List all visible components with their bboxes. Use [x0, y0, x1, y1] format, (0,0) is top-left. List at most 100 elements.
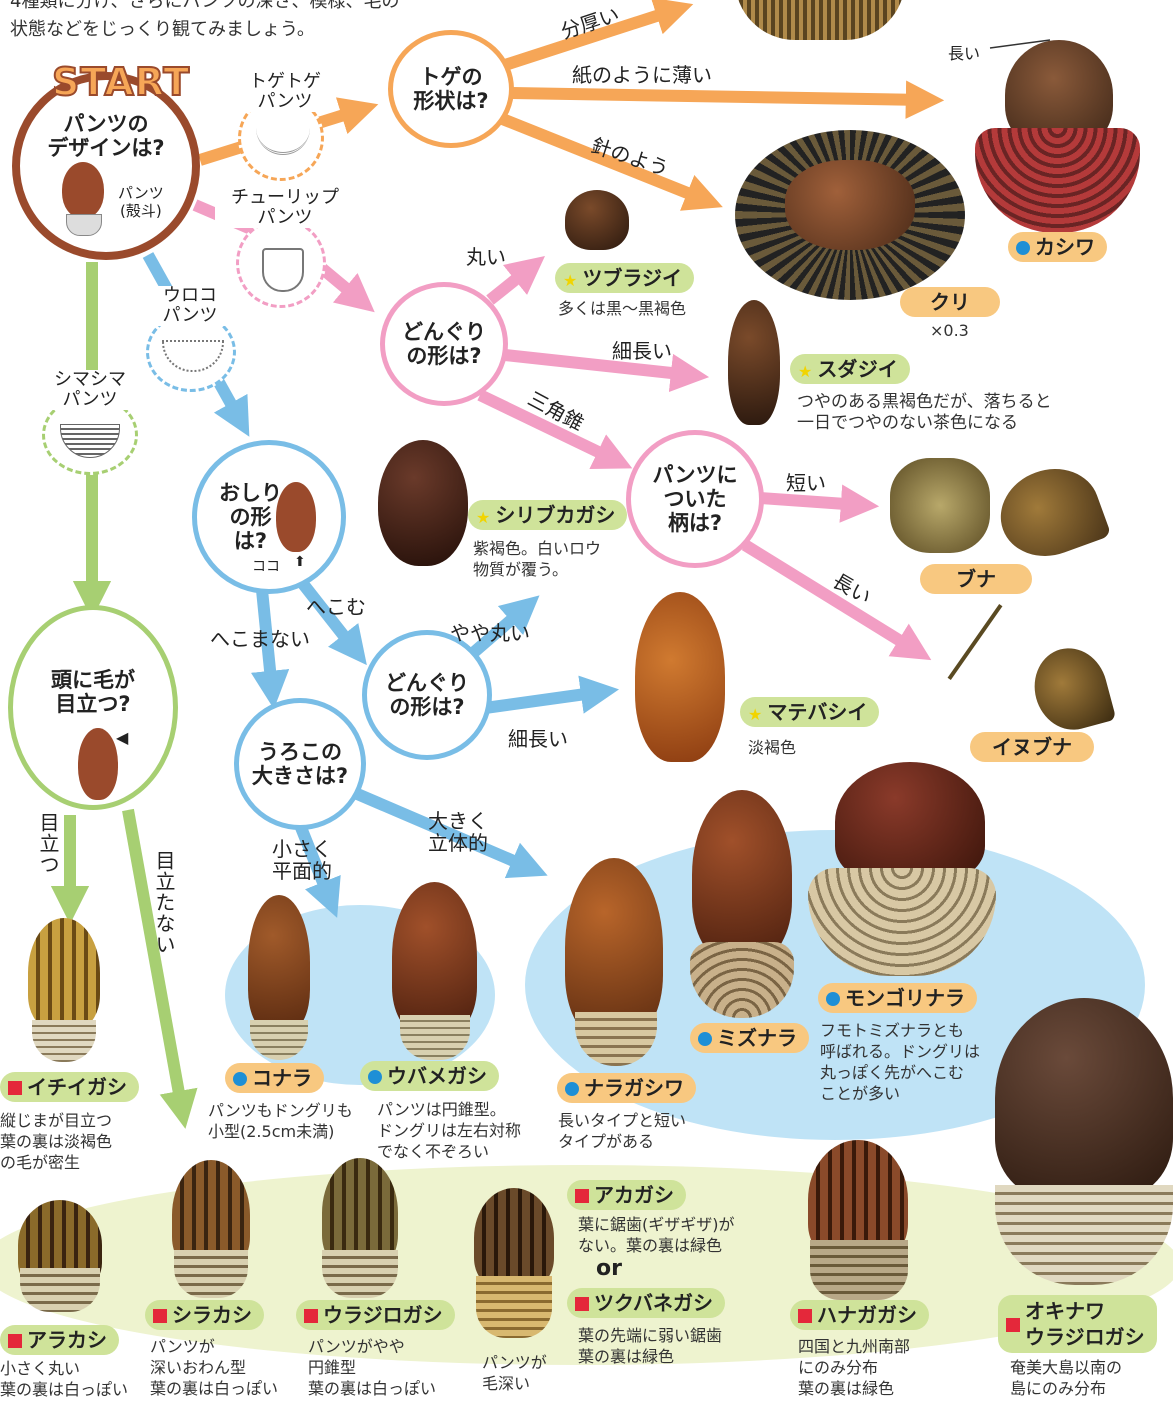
toge-pants-label: トゲトゲ パンツ — [240, 72, 330, 112]
shirakashi-note: パンツが 深いおわん型 葉の裏は白っぽい — [150, 1337, 279, 1398]
ubamegashi-nut — [392, 882, 477, 1032]
shiribukagashi-note: 紫褐色。白いロウ 物質が覆う。 — [473, 539, 602, 579]
ubamegashi-note: パンツは円錐型。 ドングリは左右対称 でなく不ぞろい — [377, 1100, 522, 1161]
circle-marker-icon — [368, 1070, 382, 1084]
shiribukagashi-name: シリブカガシ — [495, 503, 616, 527]
pill-naragashiwa[interactable]: ナラガシワ — [557, 1073, 696, 1103]
tsuburajii-nut — [565, 190, 629, 250]
tsuburajii-name: ツブラジイ — [582, 266, 682, 290]
pill-ubamegashi[interactable]: ウバメガシ — [360, 1061, 499, 1091]
pill-matebashii[interactable]: ★マテバシイ — [740, 697, 880, 727]
pill-ichiigashi[interactable]: イチイガシ — [0, 1072, 139, 1102]
hanagagashi-name: ハナガガシ — [817, 1303, 917, 1327]
pill-akagashi[interactable]: アカガシ — [567, 1180, 686, 1210]
edge-medatsu: 目立つ — [36, 812, 60, 875]
node-pants-stalk: パンツに ついた 柄は? — [626, 430, 764, 568]
pill-kashiwa[interactable]: カシワ — [1008, 232, 1107, 262]
mizunara-name: ミズナラ — [717, 1026, 797, 1050]
star-icon: ★ — [476, 508, 491, 527]
hanagagashi-cupule — [810, 1240, 908, 1300]
square-marker-icon — [575, 1297, 589, 1311]
pill-mizunara[interactable]: ミズナラ — [690, 1023, 809, 1053]
pill-okinawa[interactable]: オキナワ ウラジロガシ — [998, 1295, 1157, 1353]
pill-urajirogashi[interactable]: ウラジロガシ — [296, 1300, 455, 1330]
star-icon: ★ — [748, 705, 763, 724]
shirakashi-cupule — [174, 1250, 248, 1298]
circle-marker-icon — [826, 992, 840, 1006]
circle-marker-icon — [698, 1032, 712, 1046]
pill-hanagagashi[interactable]: ハナガガシ — [790, 1300, 929, 1330]
or-label: or — [596, 1256, 622, 1281]
urajirogashi-cupule — [322, 1250, 398, 1298]
shiribukagashi-nut — [378, 440, 468, 566]
circle-marker-icon — [233, 1072, 247, 1086]
start-node: パンツの デザインは? — [12, 72, 200, 260]
start-title: START — [51, 59, 191, 105]
pill-konara[interactable]: コナラ — [225, 1063, 324, 1093]
naragashiwa-nut — [565, 858, 663, 1038]
akagashi-cupule — [476, 1276, 552, 1338]
shirakashi-name: シラカシ — [172, 1303, 252, 1327]
edge-ookiku: 大きく 立体的 — [428, 809, 488, 855]
kashiwa-name: カシワ — [1035, 235, 1095, 259]
pill-shiribukagashi[interactable]: ★シリブカガシ — [468, 500, 628, 530]
pill-kuri[interactable]: クリ — [900, 287, 1000, 317]
pill-shirakashi[interactable]: シラカシ — [145, 1300, 264, 1330]
pill-mongorinara[interactable]: モンゴリナラ — [818, 983, 977, 1013]
tulip-pants-circle — [236, 218, 326, 308]
urajirogashi-note: パンツがやや 円錐型 葉の裏は白っぽい — [308, 1337, 437, 1398]
square-marker-icon — [304, 1309, 318, 1323]
head-hair-question: 頭に毛が 目立つ? — [51, 668, 135, 716]
sudajii-name: スダジイ — [817, 357, 898, 381]
edge-medatanai: 目立たない — [152, 850, 176, 955]
toge-pants-icon — [256, 128, 310, 155]
buna-name: ブナ — [956, 567, 996, 591]
akagashi-note: 葉に鋸歯(ギザギザ)が ない。葉の裏は緑色 — [578, 1215, 735, 1255]
tsukubanegashi-note: 葉の先端に弱い鋸歯 葉の裏は緑色 — [578, 1326, 723, 1366]
inubuna-name: イヌブナ — [992, 735, 1072, 759]
naragashiwa-note: 長いタイプと短い タイプがある — [558, 1111, 687, 1151]
acorn-bottom-icon — [276, 482, 316, 552]
sudajii-note: つやのある黒褐色だが、落ちると 一日でつやのない茶色になる — [797, 392, 1052, 433]
node-toge-shape: トゲの 形状は? — [388, 30, 514, 148]
pill-sudajii[interactable]: ★スダジイ — [790, 354, 910, 384]
sudajii-nut — [728, 300, 780, 425]
node-donguri-shape-1: どんぐり の形は? — [380, 282, 508, 406]
square-marker-icon — [1006, 1318, 1020, 1332]
edge-mijikai: 短い — [786, 471, 826, 495]
kuri-nut — [785, 160, 915, 250]
square-marker-icon — [8, 1081, 22, 1095]
tsuburajii-note: 多くは黒〜黒褐色 — [558, 299, 687, 318]
arakashi-name: アラカシ — [27, 1328, 107, 1352]
oshiri-question: おしり の形 は? — [219, 481, 282, 553]
edge-hosonagai-1: 細長い — [612, 339, 672, 363]
node-oshiri: おしり の形 は? — [192, 440, 346, 594]
kuri-name: クリ — [930, 290, 970, 314]
pill-inubuna[interactable]: イヌブナ — [970, 732, 1094, 762]
node-donguri-shape-2: どんぐり の形は? — [362, 630, 492, 760]
matebashii-nut — [635, 592, 725, 762]
edge-marui: 丸い — [466, 245, 506, 269]
ichiigashi-note: 縦じまが目立つ 葉の裏は淡褐色 の毛が密生 — [0, 1111, 113, 1172]
uroko-pants-label: ウロコ パンツ — [150, 286, 230, 326]
edge-chiisaku: 小さく 平面的 — [272, 837, 332, 883]
mongorinara-note: フモトミズナラとも 呼ばれる。ドングリは 丸っぽく先がへこむ ことが多い — [820, 1021, 981, 1103]
start-question: パンツの デザインは? — [47, 112, 165, 160]
pill-tsukubanegashi[interactable]: ツクバネガシ — [567, 1288, 725, 1318]
ichiigashi-nut — [28, 918, 100, 1028]
oshiri-note: ココ — [252, 559, 280, 575]
okinawa-name: オキナワ ウラジロガシ — [1025, 1299, 1145, 1349]
square-marker-icon — [798, 1309, 812, 1323]
konara-note: パンツもドングリも 小型(2.5cm未満) — [208, 1101, 353, 1141]
pill-buna[interactable]: ブナ — [920, 564, 1032, 594]
star-icon: ★ — [563, 271, 578, 290]
pill-tsuburajii[interactable]: ★ツブラジイ — [555, 263, 694, 293]
edge-kami: 紙のように薄い — [572, 63, 712, 87]
matebashii-note: 淡褐色 — [748, 738, 797, 757]
edge-hekomanai: へこまない — [210, 627, 310, 651]
circle-marker-icon — [1016, 241, 1030, 255]
pill-arakashi[interactable]: アラカシ — [0, 1325, 119, 1355]
mongorinara-name: モンゴリナラ — [845, 986, 965, 1010]
intro-line-2: 状態などをじっくり観てみましょう。 — [10, 19, 315, 40]
pants-label: パンツ (殻斗) — [118, 184, 164, 220]
